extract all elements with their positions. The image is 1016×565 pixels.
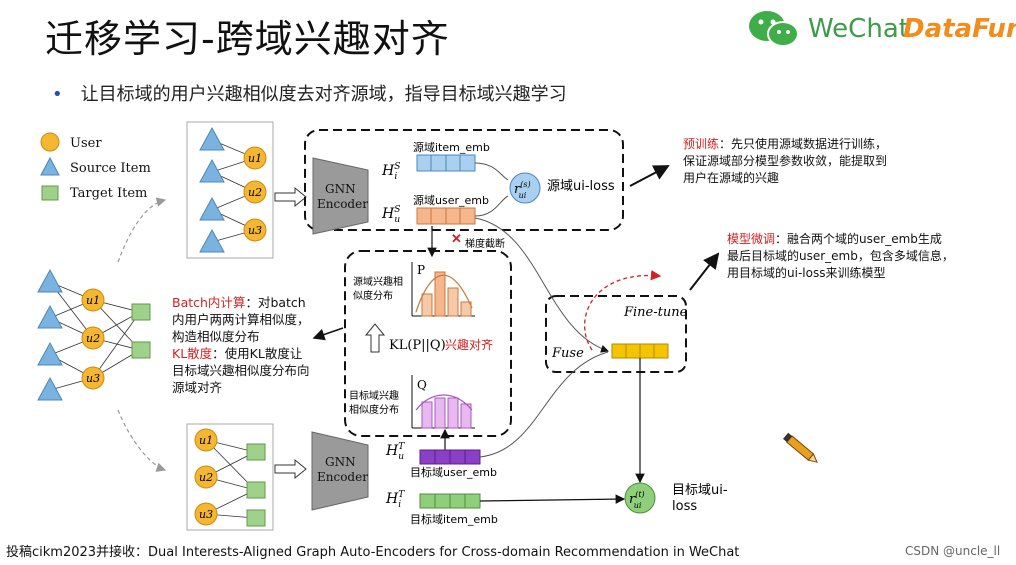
source-user-emb-bar — [416, 207, 476, 225]
target-loss-line1: 目标域ui- — [672, 483, 728, 498]
finetune-note: 模型微调：融合两个域的user_emb生成 最后目标域的user_emb，包含多… — [727, 231, 954, 282]
target-encoder-line1: GNN — [325, 455, 356, 469]
src-u1-label: u1 — [248, 152, 262, 165]
kl-line3: 源域对齐 — [172, 380, 223, 395]
full-u2-label: u2 — [86, 332, 100, 345]
target-loss-line2: loss — [672, 499, 697, 514]
legend-target-item-label: Target Item — [70, 186, 147, 201]
gradient-cut-label: 梯度截断 — [465, 237, 505, 250]
src-u3-label: u3 — [248, 224, 262, 237]
source-item-emb-label: 源域item_emb — [413, 140, 490, 154]
batch-line1: ：对batch — [245, 295, 306, 310]
target-subgraph-box — [186, 423, 274, 531]
src-sim-label-2: 似度分布 — [353, 289, 393, 302]
full-u1-label: u1 — [86, 294, 100, 307]
fused-user-emb-bar — [611, 343, 669, 359]
batch-title: Batch内计算 — [172, 295, 246, 310]
wechat-logo-text: WeChat — [808, 14, 909, 44]
finetune-line3: 用目标域的ui-loss来训练模型 — [727, 266, 886, 280]
tgt-sim-label-1: 目标域兴趣 — [349, 389, 399, 402]
tgt-u3-label: u3 — [199, 508, 213, 521]
fine-tune-label: Fine-tune — [623, 305, 688, 320]
fuse-block — [545, 295, 687, 373]
full-graph: u1 u2 u3 — [37, 268, 151, 401]
source-score-label: r(s)ui — [514, 180, 531, 200]
target-item-emb-label: 目标域item_emb — [410, 512, 498, 526]
batch-line2: 内用户两两计算相似度， — [172, 312, 310, 327]
legend-target-item-icon — [41, 185, 59, 201]
bullet-dot-icon: • — [52, 84, 63, 105]
csdn-watermark: CSDN @uncle_ll — [905, 544, 1001, 558]
batch-kl-note: Batch内计算：对batch 内用户两两计算相似度， 构造相似度分布 KL散度… — [172, 294, 310, 396]
target-user-emb-bar — [419, 449, 481, 465]
source-loss-label: 源域ui-loss — [547, 179, 615, 194]
bullet-point: • 让目标域的用户兴趣相似度去对齐源域，指导目标域兴趣学习 — [52, 80, 567, 106]
src-u2-label: u2 — [248, 186, 262, 199]
source-item-emb-bar — [416, 154, 476, 172]
full-u3-label: u3 — [86, 372, 100, 385]
kl-line1: ：使用KL散度让 — [212, 346, 303, 361]
pretrain-line3: 用户在源域的兴趣 — [683, 171, 780, 185]
wechat-logo-icon — [749, 11, 799, 47]
kl-title: KL散度 — [172, 346, 213, 361]
pretrain-line2: 保证源域部分模型参数收敛，能提取到 — [683, 154, 888, 168]
target-user-emb-label: 目标域user_emb — [410, 465, 497, 479]
tgt-u2-label: u2 — [199, 471, 213, 484]
tgt-u1-label: u1 — [199, 434, 213, 447]
legend-user-label: User — [70, 136, 102, 151]
target-gnn-encoder — [311, 431, 369, 511]
kl-align-label: 兴趣对齐 — [445, 337, 493, 352]
source-user-emb-label: 源域user_emb — [413, 193, 489, 207]
legend-source-item-icon — [40, 156, 60, 176]
kl-up-arrow-icon — [364, 323, 386, 353]
source-gnn-encoder — [312, 157, 369, 235]
pretrain-note: 预训练：先只使用源域数据进行训练， 保证源域部分模型参数收敛，能提取到 用户在源… — [683, 136, 887, 187]
datafun-logo-text: DataFun. — [903, 14, 1016, 44]
source-encoder-line1: GNN — [325, 182, 356, 196]
p-label: P — [417, 263, 425, 277]
q-label: Q — [417, 378, 427, 392]
fuse-label: Fuse — [551, 346, 584, 361]
to-source-encoder-arrow-icon — [274, 186, 307, 208]
footer-citation: 投稿cikm2023并接收：Dual Interests-Aligned Gra… — [6, 545, 740, 560]
legend-source-item-label: Source Item — [70, 161, 151, 176]
kl-formula: KL(P||Q) — [389, 338, 446, 353]
kl-line2: 目标域兴趣相似度分布向 — [172, 363, 310, 378]
finetune-line1: ：融合两个域的user_emb生成 — [775, 232, 942, 246]
target-score-node — [624, 482, 656, 514]
q-distribution-chart — [411, 375, 475, 429]
source-subgraph-box — [186, 121, 274, 259]
target-subgraph: u1 u2 u3 — [194, 428, 266, 527]
gradient-cut-icon: ✕ — [451, 232, 462, 247]
target-encoder-line2: Encoder — [317, 470, 368, 484]
legend: User Source Item Target Item — [40, 132, 151, 201]
legend-user-icon — [40, 132, 60, 152]
pretrain-line1: ：先只使用源域数据进行训练， — [719, 137, 888, 151]
finetune-line2: 最后目标域的user_emb，包含多域信息， — [727, 249, 954, 263]
p-distribution-chart — [411, 262, 475, 317]
finetune-title: 模型微调 — [727, 232, 776, 246]
source-domain-block — [304, 129, 624, 231]
source-encoder-line2: Encoder — [317, 197, 368, 211]
bullet-text: 让目标域的用户兴趣相似度去对齐源域，指导目标域兴趣学习 — [80, 84, 567, 105]
source-subgraph: u1 u2 u3 — [199, 126, 267, 253]
page-title: 迁移学习-跨域兴趣对齐 — [45, 17, 450, 61]
target-score-label: r(t)ui — [629, 490, 645, 510]
to-target-encoder-arrow-icon — [274, 458, 307, 480]
tgt-sim-label-2: 相似度分布 — [349, 403, 399, 416]
src-sim-label-1: 源域兴趣相 — [353, 275, 403, 288]
batch-line3: 构造相似度分布 — [172, 329, 260, 344]
source-score-node — [509, 172, 541, 204]
pretrain-title: 预训练 — [683, 137, 720, 151]
target-item-emb-bar — [419, 493, 481, 509]
pencil-icon — [783, 432, 818, 463]
